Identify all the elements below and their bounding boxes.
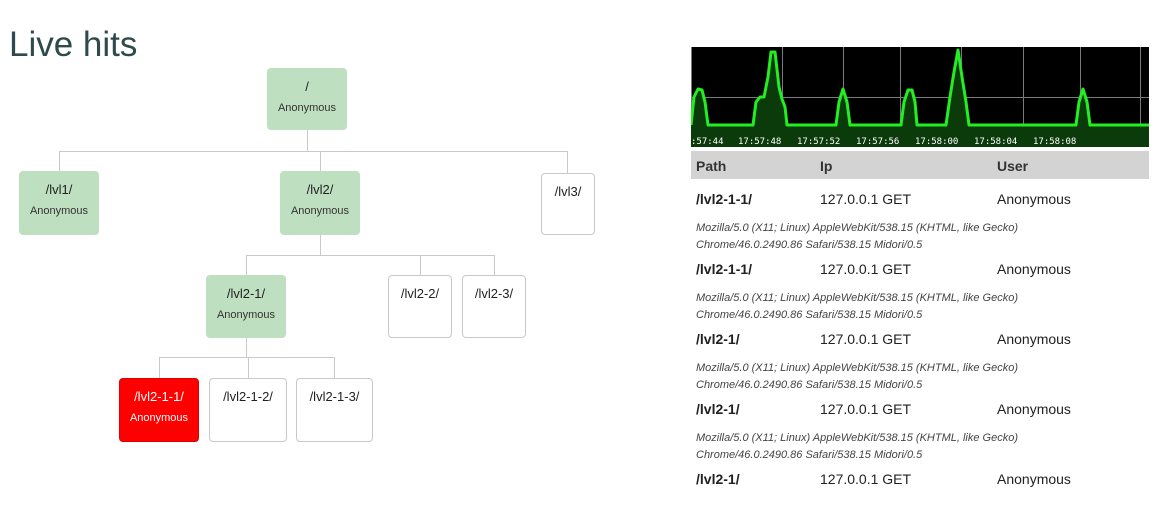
hits-table: Path Ip User /lvl2-1-1/ 127.0.0.1 GET An… [691,151,1149,529]
node-user: Anonymous [277,102,337,114]
graph-time-label: 17:58:00 [915,137,958,147]
hit-path: /lvl2-1-1/ [696,261,753,277]
hits-table-header: Path Ip User [691,151,1149,179]
node-path: /lvl2-2/ [400,286,440,301]
node-path: / [305,79,309,94]
tree-node-lvl2-1-1[interactable]: /lvl2-1-1/ Anonymous [119,378,199,442]
column-header-user: User [997,158,1029,174]
graph-line [691,48,1149,127]
hit-row: /lvl2-1/ 127.0.0.1 GET Anonymous [691,459,1149,529]
hit-user-agent: Mozilla/5.0 (X11; Linux) AppleWebKit/538… [696,290,1136,324]
hit-path: /lvl2-1/ [696,331,740,347]
node-path: /lvl2-1-1/ [134,389,184,404]
hit-path: /lvl2-1/ [696,471,740,487]
hit-user: Anonymous [997,261,1071,277]
hit-row: /lvl2-1-1/ 127.0.0.1 GET Anonymous Mozil… [691,179,1149,251]
user-agent-line: Chrome/46.0.2490.86 Safari/538.15 Midori… [696,449,923,461]
hit-user: Anonymous [997,191,1071,207]
hit-path: /lvl2-1/ [696,401,740,417]
node-path: /lvl2-1-3/ [309,389,360,404]
tree-node-lvl2-1[interactable]: /lvl2-1/ Anonymous [206,275,286,338]
tree-node-lvl2-1-2[interactable]: /lvl2-1-2/ [209,378,287,442]
graph-time-label: 17:57:56 [856,137,899,147]
node-path: /lvl2/ [306,182,334,197]
hit-ip: 127.0.0.1 GET [820,331,912,347]
graph-time-label: 17:57:48 [738,137,781,147]
tree-node-lvl2-1-3[interactable]: /lvl2-1-3/ [296,378,373,442]
hit-row: /lvl2-1-1/ 127.0.0.1 GET Anonymous Mozil… [691,249,1149,321]
sitemap-tree: / Anonymous /lvl1/ Anonymous /lvl2/ Anon… [19,68,595,442]
column-header-ip: Ip [820,158,833,174]
hit-ip: 127.0.0.1 GET [820,401,912,417]
user-agent-line: Mozilla/5.0 (X11; Linux) AppleWebKit/538… [696,222,1018,234]
graph-area [691,50,1149,147]
hit-path: /lvl2-1-1/ [696,191,753,207]
user-agent-line: Chrome/46.0.2490.86 Safari/538.15 Midori… [696,239,923,251]
user-agent-line: Mozilla/5.0 (X11; Linux) AppleWebKit/538… [696,362,1018,374]
graph-time-label: :57:44 [691,137,724,147]
node-path: /lvl1/ [45,182,73,197]
tree-node-lvl2[interactable]: /lvl2/ Anonymous [280,171,360,235]
tree-node-lvl2-2[interactable]: /lvl2-2/ [388,275,452,338]
hit-ip: 127.0.0.1 GET [820,261,912,277]
hits-graph-canvas: :57:44 17:57:48 17:57:52 17:57:56 17:58:… [691,47,1149,147]
node-path: /lvl2-1/ [226,286,266,301]
hit-user: Anonymous [997,401,1071,417]
user-agent-line: Chrome/46.0.2490.86 Safari/538.15 Midori… [696,379,923,391]
node-path: /lvl2-1-2/ [223,389,273,404]
user-agent-line: Mozilla/5.0 (X11; Linux) AppleWebKit/538… [696,292,1018,304]
hit-row: /lvl2-1/ 127.0.0.1 GET Anonymous Mozilla… [691,319,1149,391]
node-path: /lvl3/ [554,184,582,199]
node-path: /lvl2-3/ [474,286,514,301]
tree-node-lvl1[interactable]: /lvl1/ Anonymous [19,171,99,235]
hits-graph: :57:44 17:57:48 17:57:52 17:57:56 17:58:… [691,47,1149,147]
hit-ip: 127.0.0.1 GET [820,471,912,487]
hit-user-agent: Mozilla/5.0 (X11; Linux) AppleWebKit/538… [696,360,1136,394]
hit-user: Anonymous [997,331,1071,347]
user-agent-line: Mozilla/5.0 (X11; Linux) AppleWebKit/538… [696,432,1018,444]
graph-time-label: 17:58:04 [974,137,1017,147]
node-user: Anonymous [129,412,189,424]
tree-connectors [59,130,568,378]
column-header-path: Path [696,158,727,174]
node-user: Anonymous [29,205,89,217]
node-user: Anonymous [290,205,350,217]
hit-user-agent: Mozilla/5.0 (X11; Linux) AppleWebKit/538… [696,430,1136,464]
hit-user-agent: Mozilla/5.0 (X11; Linux) AppleWebKit/538… [696,220,1136,254]
graph-time-label: 17:58:08 [1033,137,1076,147]
tree-node-lvl2-3[interactable]: /lvl2-3/ [462,275,526,338]
node-user: Anonymous [216,309,276,321]
tree-node-root[interactable]: / Anonymous [267,68,347,130]
hit-row: /lvl2-1/ 127.0.0.1 GET Anonymous Mozilla… [691,389,1149,461]
tree-node-lvl3[interactable]: /lvl3/ [541,173,595,235]
page-title: Live hits [9,25,138,65]
hit-ip: 127.0.0.1 GET [820,191,912,207]
user-agent-line: Chrome/46.0.2490.86 Safari/538.15 Midori… [696,309,923,321]
hit-user: Anonymous [997,471,1071,487]
graph-time-label: 17:57:52 [797,137,840,147]
